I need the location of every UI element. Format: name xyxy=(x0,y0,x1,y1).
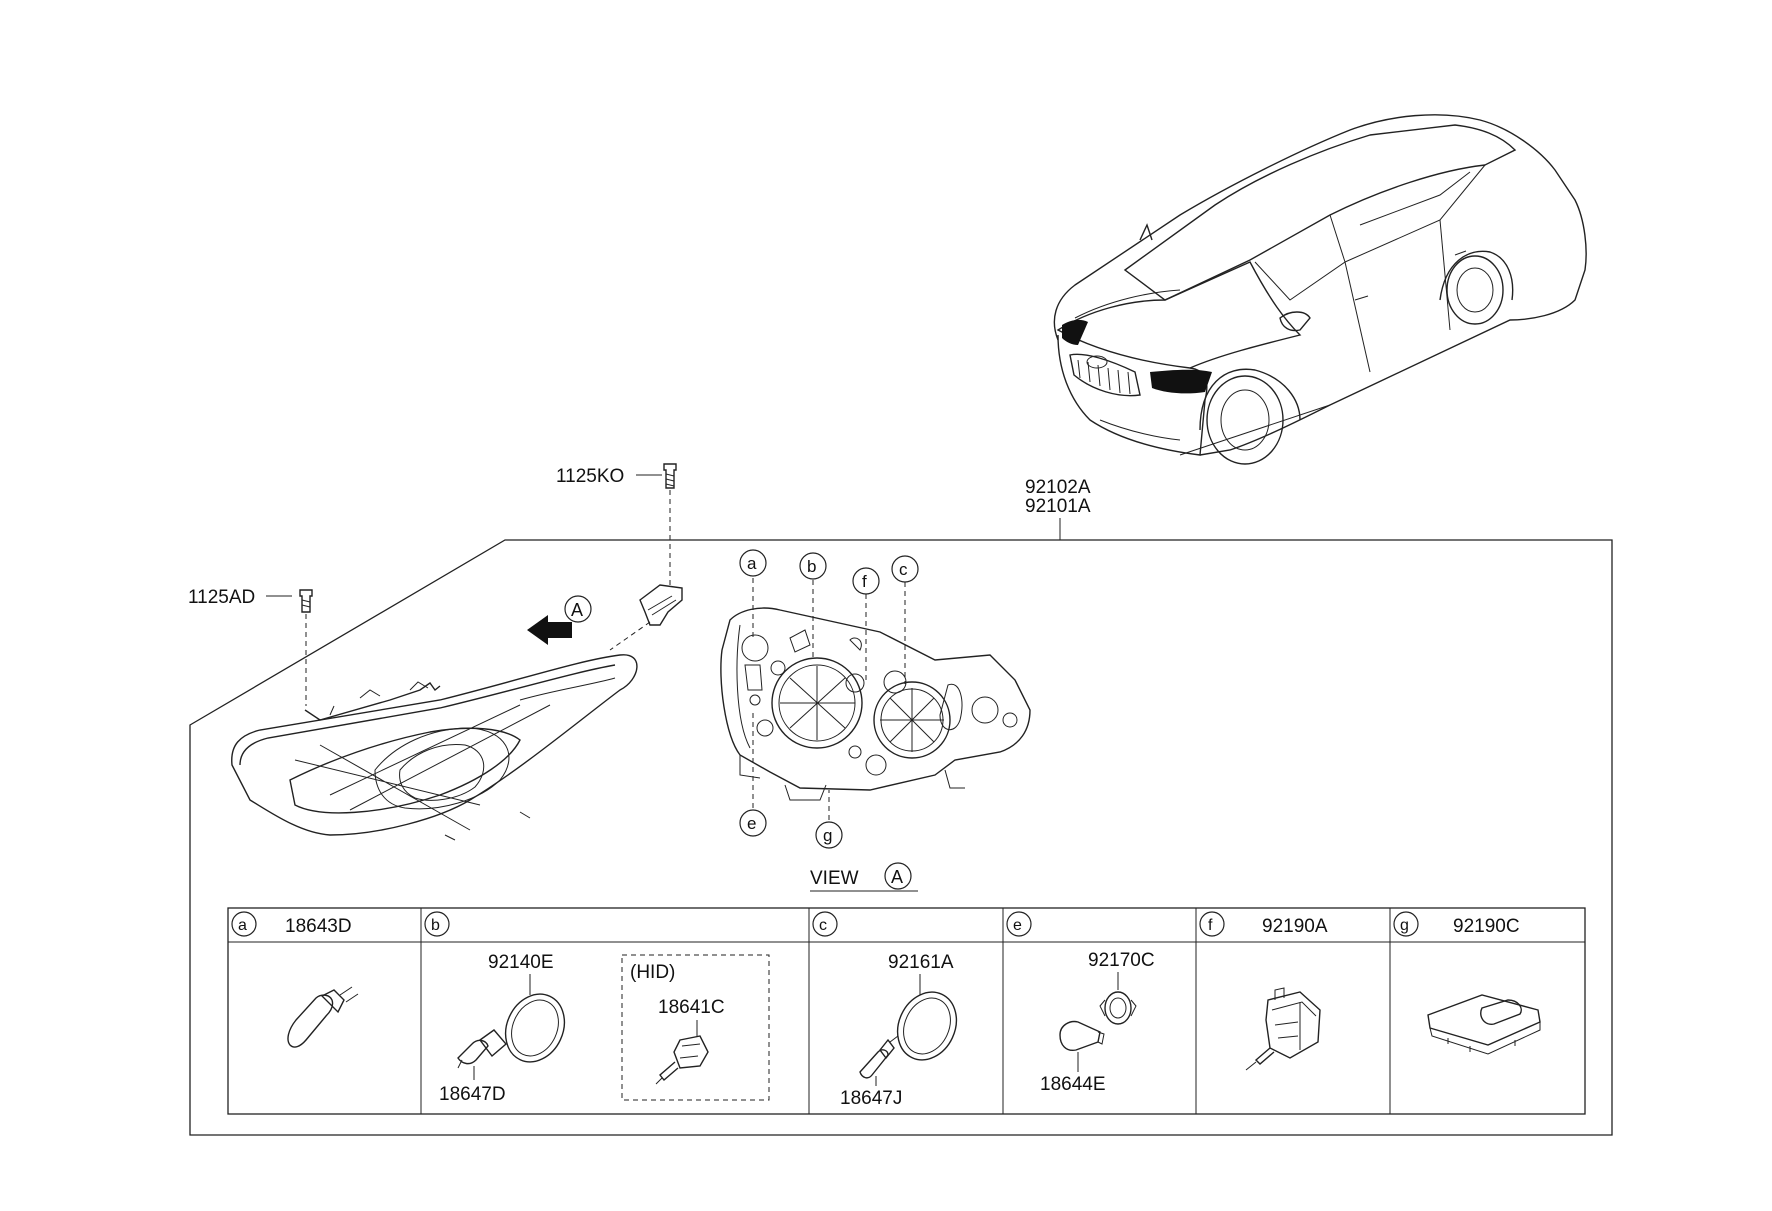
parts-table: a 18643D b c e f 92190A g 92190C xyxy=(227,907,1586,1115)
ballast-92190c-drawing xyxy=(1427,994,1541,1055)
table-header-c: c xyxy=(812,911,838,937)
svg-text:b: b xyxy=(807,557,816,576)
callout-bolt-left: 1125AD xyxy=(188,587,255,608)
callout-labels: 1125KO 1125AD 92102A 92101A xyxy=(188,466,1091,608)
bolt-1125ko xyxy=(663,463,677,588)
detail-letter-circles: a b f c e g xyxy=(739,549,919,849)
detail-circle-f: f xyxy=(852,567,880,595)
view-a-caption: VIEW A xyxy=(810,862,918,892)
view-direction-arrow: A xyxy=(527,595,592,645)
svg-text:e: e xyxy=(1013,917,1022,934)
ring-92161a-drawing xyxy=(896,991,958,1061)
bolt-1125ad xyxy=(299,589,313,706)
table-header-b: b xyxy=(424,911,450,937)
bulb-18643d-drawing xyxy=(287,986,359,1048)
table-header-f: f 92190A xyxy=(1199,911,1328,937)
part-92190c-label: 92190C xyxy=(1453,916,1520,937)
actuator-92190a-drawing xyxy=(1245,987,1321,1071)
svg-text:a: a xyxy=(238,917,247,934)
detail-leaders xyxy=(752,578,906,820)
detail-circle-b: b xyxy=(799,552,827,580)
part-92140e-label: 92140E xyxy=(488,952,554,973)
hid-option-box xyxy=(621,954,770,1101)
svg-text:a: a xyxy=(747,554,757,573)
car-illustration xyxy=(1053,114,1587,465)
detail-circle-e: e xyxy=(739,809,767,837)
svg-text:b: b xyxy=(431,917,440,934)
headlamp-assembly-side xyxy=(231,654,638,841)
hid-bulb-18641c-drawing xyxy=(655,1035,709,1085)
svg-text:f: f xyxy=(862,572,867,591)
callout-bolt-top: 1125KO xyxy=(556,466,624,487)
svg-text:g: g xyxy=(823,826,832,845)
svg-text:c: c xyxy=(899,560,908,579)
assembly-frame xyxy=(189,539,1613,1136)
part-92161a-label: 92161A xyxy=(888,952,954,973)
callout-assembly-92101a: 92101A xyxy=(1025,496,1091,517)
headlamp-assembly-rear xyxy=(720,607,1031,801)
part-18641c-label: 18641C xyxy=(658,997,725,1018)
callout-assembly-92102a: 92102A xyxy=(1025,477,1091,498)
table-header-g: g 92190C xyxy=(1393,911,1520,937)
part-18643d-label: 18643D xyxy=(285,916,352,937)
svg-text:c: c xyxy=(819,917,827,934)
bulb-18647d-drawing xyxy=(457,1029,507,1069)
bulb-18647j-drawing xyxy=(859,1035,899,1079)
part-18647j-label: 18647J xyxy=(840,1088,902,1109)
part-92170c-label: 92170C xyxy=(1088,950,1155,971)
part-18644e-label: 18644E xyxy=(1040,1074,1106,1095)
hid-label: (HID) xyxy=(630,962,675,983)
table-header-e: e xyxy=(1006,911,1032,937)
part-92190a-label: 92190A xyxy=(1262,916,1328,937)
svg-text:g: g xyxy=(1400,917,1409,934)
socket-92170c-drawing xyxy=(1099,991,1137,1025)
view-caption-text: VIEW xyxy=(810,868,859,889)
detail-circle-c: c xyxy=(891,555,919,583)
view-caption-letter: A xyxy=(891,867,903,887)
detail-circle-a: a xyxy=(739,549,767,577)
mounting-bracket xyxy=(639,584,683,626)
detail-circle-g: g xyxy=(815,821,843,849)
bulb-18644e-drawing xyxy=(1059,1020,1105,1052)
svg-text:e: e xyxy=(747,814,756,833)
view-marker-letter: A xyxy=(571,600,583,620)
ring-92140e-drawing xyxy=(504,993,566,1063)
table-header-a: a 18643D xyxy=(231,911,352,937)
svg-text:f: f xyxy=(1208,917,1213,934)
part-18647d-label: 18647D xyxy=(439,1084,506,1105)
